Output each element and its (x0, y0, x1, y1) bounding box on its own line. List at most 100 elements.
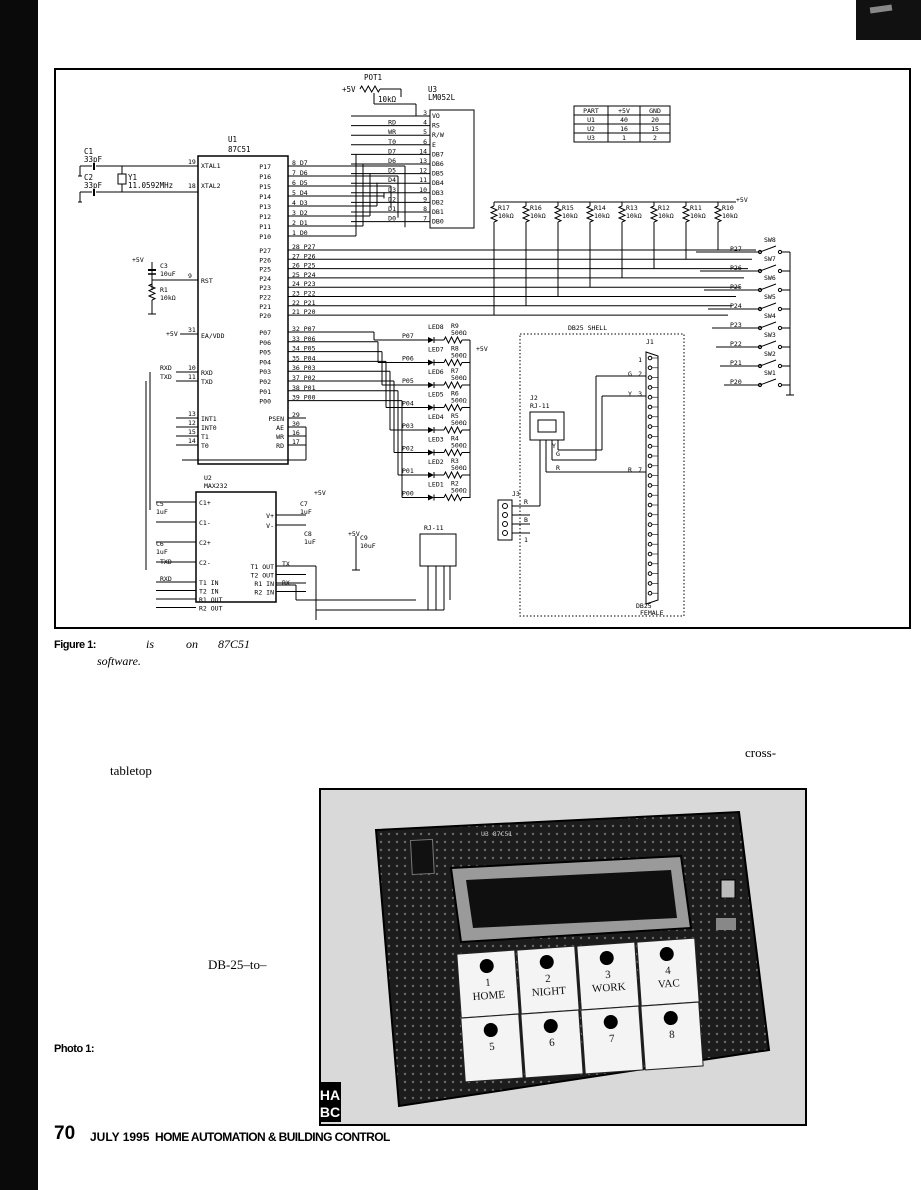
db25-pin (647, 473, 653, 478)
db25-pin (647, 561, 653, 567)
db25-pin (647, 571, 653, 576)
switch-net: P23 (730, 321, 742, 329)
pullup-ref: R10 (722, 204, 734, 212)
p2-net-label: 21 P20 (292, 308, 316, 316)
resistor (713, 205, 723, 223)
switch-net: P21 (730, 359, 742, 367)
switch-net: P27 (730, 245, 742, 253)
wire (759, 302, 777, 310)
led-net-label: P00 (402, 490, 414, 498)
p2-net-label: 28 P27 (292, 243, 316, 251)
mcu-pin-label: XTAL1 (201, 162, 221, 170)
resistor-value: 10kΩ (160, 294, 176, 302)
cap-label: C1 (84, 147, 93, 156)
lcd-signal-label: D3 (388, 186, 396, 194)
led-diode (428, 337, 434, 343)
key-number: 3 (605, 969, 612, 981)
resistor (649, 205, 659, 223)
j3-pin (502, 512, 508, 518)
mcu-pin-label: INT0 (201, 424, 217, 432)
j1-label: J1 (646, 338, 654, 346)
db25-shell-outline (519, 333, 685, 617)
switch-contact (757, 344, 763, 350)
lcd-pin-label: DB4 (432, 179, 444, 187)
led-net-label: P01 (402, 467, 414, 475)
svg-text:HA: HA (320, 1087, 340, 1103)
led-ref: LED6 (428, 368, 444, 376)
led-diode (428, 472, 434, 478)
table-cell (639, 132, 671, 143)
db25-pin (647, 404, 653, 410)
rj11-jack-j2 (529, 411, 565, 441)
db25-pin (647, 453, 653, 459)
mcu-port-label: P24 (259, 275, 271, 283)
max232-chip (195, 491, 277, 603)
pullup-ref: R17 (498, 204, 510, 212)
mcu-port-label: P16 (259, 173, 271, 181)
keypad-key: 8 (640, 1001, 704, 1071)
led-resistor-value: 500Ω (451, 397, 467, 405)
mcu-pin-label: RD (276, 442, 284, 450)
serial-label: RXD (160, 575, 172, 583)
db25-pin (647, 365, 653, 371)
crystal-ref: Y1 (128, 173, 137, 182)
db25-pin (647, 424, 653, 429)
pin-number: 10 (188, 364, 196, 372)
lcd-pin-number: 8 (423, 205, 427, 213)
led-ref: LED2 (428, 458, 444, 466)
pot-supply: +5V (342, 85, 356, 94)
mcu-port-label: P10 (259, 233, 271, 241)
table-cell-value: 20 (651, 116, 659, 124)
cap-label: C6 (156, 540, 164, 548)
led-resistor-ref: R9 (451, 322, 459, 330)
lcd-signal-label: T0 (388, 138, 396, 146)
p1-net-label: 4 D3 (292, 199, 308, 207)
led-resistor-ref: R5 (451, 412, 459, 420)
cap-value: 10uF (160, 270, 176, 278)
p2-net-label: 27 P26 (292, 252, 316, 260)
max232-ref: U2 (204, 474, 212, 482)
p0-net-label: 34 P05 (292, 345, 316, 353)
left-margin-bar (0, 0, 38, 1190)
p2-net-label: 26 P25 (292, 262, 316, 270)
wire (759, 378, 777, 386)
pullup-ref: R16 (530, 204, 542, 212)
cap-label: C5 (156, 500, 164, 508)
resistor (553, 205, 563, 223)
key-label: NIGHT (531, 985, 566, 999)
p2-net-label: 23 P22 (292, 290, 316, 298)
db25-pin-number: 1 (638, 356, 642, 364)
cap-label: C9 (360, 534, 368, 542)
pin-number: 29 (292, 411, 300, 419)
led-resistor-value: 500Ω (451, 329, 467, 337)
lcd-pin-label: R/W (432, 131, 444, 139)
led-supply-label: +5V (476, 345, 488, 353)
led-resistor-ref: R2 (451, 480, 459, 488)
switch-ref: SW6 (764, 274, 776, 282)
mcu-ref: U1 (228, 135, 237, 144)
mcu-pin-label: EA/VDD (201, 332, 225, 340)
keypad-key: 7 (580, 1005, 644, 1075)
pullup-value: 10kΩ (722, 212, 738, 220)
led-ref: LED3 (428, 436, 444, 444)
mcu-pin-label: WR (276, 433, 284, 441)
page-number: 70 (54, 1123, 76, 1144)
wire (759, 283, 777, 291)
mcu-pin-label: XTAL2 (201, 182, 221, 190)
lcd-ref: U3 (428, 85, 437, 94)
cap-value: 1uF (156, 508, 168, 516)
table-cell-value: 16 (620, 125, 628, 133)
rj11-socket (537, 419, 557, 433)
switch-ref: SW8 (764, 236, 776, 244)
lcd-pin-label: DB1 (432, 208, 444, 216)
resistor-ref: R1 (160, 286, 168, 294)
lcd-pin-label: DB7 (432, 150, 444, 158)
pullup-ref: R14 (594, 204, 606, 212)
db25-pin-number: 3 (638, 390, 642, 398)
switch-contact (777, 325, 783, 331)
p0-net-label: 36 P03 (292, 364, 316, 372)
lcd-pin-label: DB0 (432, 218, 444, 226)
